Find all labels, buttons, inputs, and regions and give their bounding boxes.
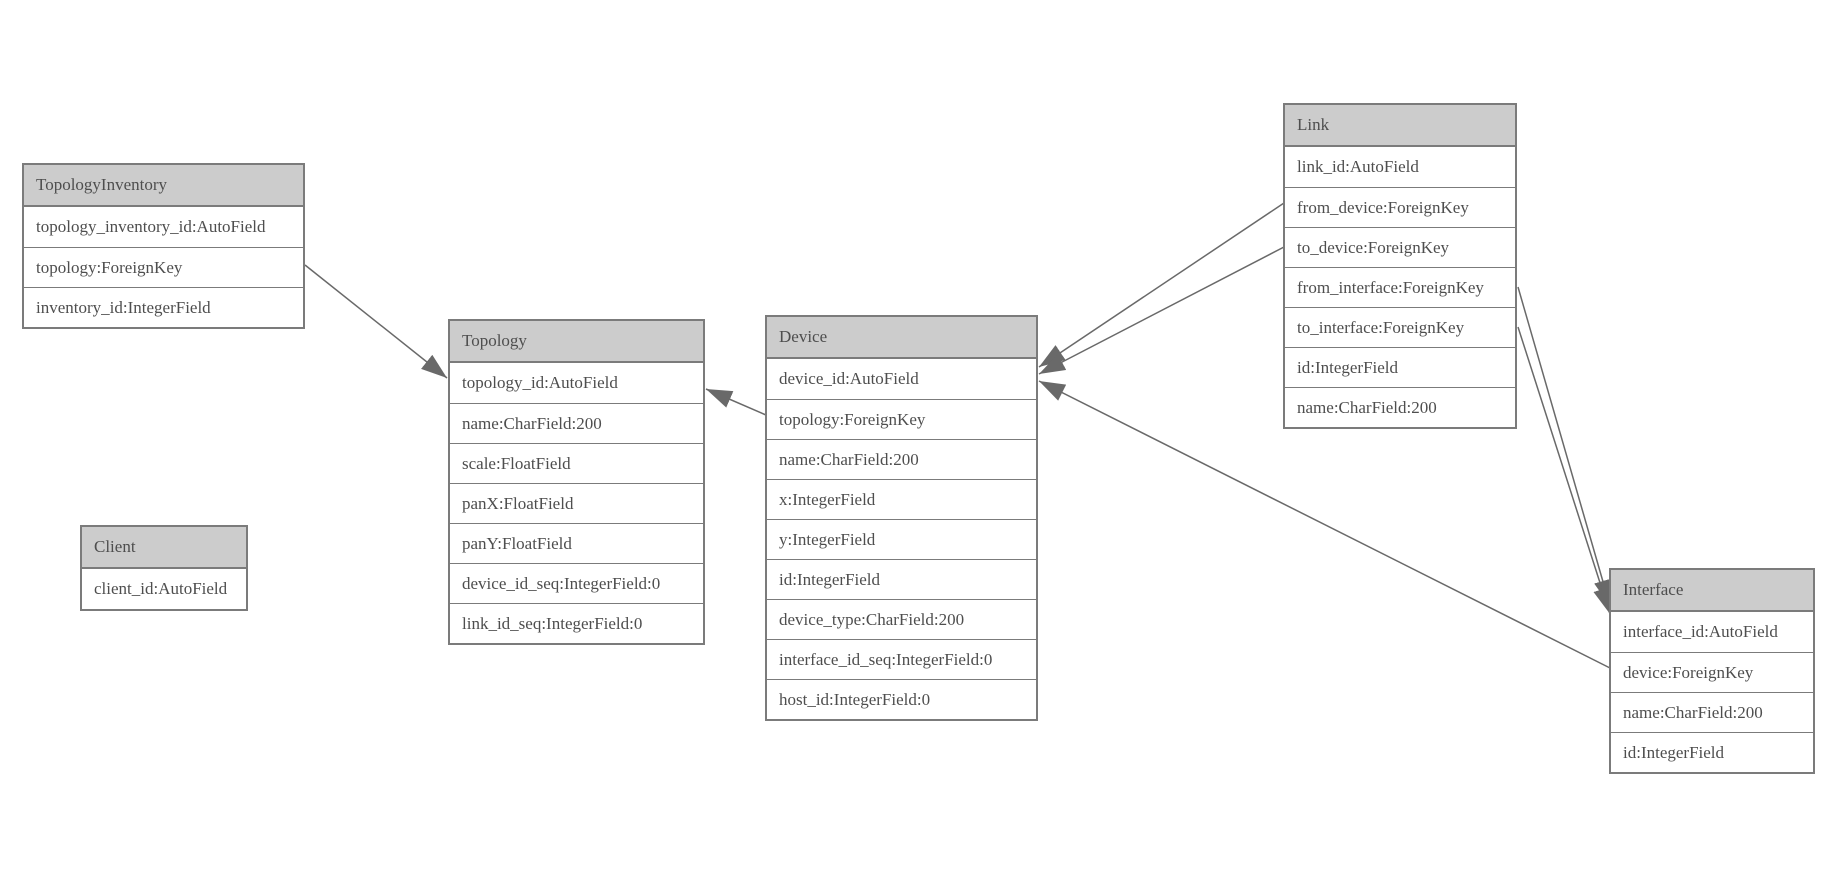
entity-field-label: interface_id_seq:IntegerField:0 xyxy=(779,649,993,669)
entity-field-row: name:CharField:200 xyxy=(1611,692,1813,732)
entity-field-label: name:CharField:200 xyxy=(1297,397,1437,417)
entity-field-row: to_device:ForeignKey xyxy=(1285,227,1515,267)
entity-field-row: topology_inventory_id:AutoField xyxy=(24,207,303,247)
entity-device: Device device_id:AutoField topology:Foreig… xyxy=(765,315,1038,721)
entity-field-label: panY:FloatField xyxy=(462,533,572,553)
entity-link: Link link_id:AutoField from_device:Foreign… xyxy=(1283,103,1517,429)
entity-field-label: client_id:AutoField xyxy=(94,579,228,598)
entity-field-row: panX:FloatField xyxy=(450,483,703,523)
entity-field-label: link_id:AutoField xyxy=(1297,157,1419,176)
edge-interface-device xyxy=(1038,380,1611,669)
entity-client: Client client_id:AutoField xyxy=(80,525,248,611)
entity-title: Interface xyxy=(1623,580,1684,599)
entity-field-row: interface_id:AutoField xyxy=(1611,612,1813,652)
entity-field-row: topology:ForeignKey xyxy=(24,247,303,287)
entity-field-label: from_device:ForeignKey xyxy=(1297,197,1469,217)
edges-group xyxy=(304,202,1612,669)
entity-field-label: from_interface:ForeignKey xyxy=(1297,277,1484,297)
entity-header: Device xyxy=(767,317,1036,359)
entity-field-label: interface_id:AutoField xyxy=(1623,622,1778,641)
edge-link-from-interface-to-interface xyxy=(1517,286,1612,607)
entity-field-row: link_id_seq:IntegerField:0 xyxy=(450,603,703,643)
entity-field-row: scale:FloatField xyxy=(450,443,703,483)
entity-field-row: id:IntegerField xyxy=(1611,732,1813,772)
entity-field-row: name:CharField:200 xyxy=(767,439,1036,479)
entity-title: Client xyxy=(94,537,136,556)
entity-field-label: panX:FloatField xyxy=(462,493,574,513)
entity-header: TopologyInventory xyxy=(24,165,303,207)
entity-field-label: id:IntegerField xyxy=(779,569,881,589)
entity-field-label: device_id_seq:IntegerField:0 xyxy=(462,573,661,593)
entity-field-row: device:ForeignKey xyxy=(1611,652,1813,692)
entity-field-row: inventory_id:IntegerField xyxy=(24,287,303,327)
edge-link-from-device-to-device xyxy=(1038,202,1285,368)
entity-field-label: topology_id:AutoField xyxy=(462,373,618,392)
entity-interface: Interface interface_id:AutoField device:Fo… xyxy=(1609,568,1815,774)
entity-field-row: host_id:IntegerField:0 xyxy=(767,679,1036,719)
entity-field-label: name:CharField:200 xyxy=(462,413,602,433)
edge-link-to-interface-to-interface xyxy=(1517,326,1611,615)
entity-field-label: to_device:ForeignKey xyxy=(1297,237,1450,257)
entity-field-label: scale:FloatField xyxy=(462,453,571,473)
entity-field-label: id:IntegerField xyxy=(1623,742,1725,762)
entity-header: Link xyxy=(1285,105,1515,147)
entity-field-row: link_id:AutoField xyxy=(1285,147,1515,187)
entity-field-row: from_interface:ForeignKey xyxy=(1285,267,1515,307)
entity-topologyinventory: TopologyInventory topology_inventory_id:A… xyxy=(22,163,305,329)
entity-field-label: to_interface:ForeignKey xyxy=(1297,317,1465,337)
entity-header: Client xyxy=(82,527,246,569)
entity-title: Link xyxy=(1297,115,1330,134)
entity-field-row: client_id:AutoField xyxy=(82,569,246,609)
entity-field-row: device_type:CharField:200 xyxy=(767,599,1036,639)
entity-field-row: y:IntegerField xyxy=(767,519,1036,559)
entity-field-label: device_type:CharField:200 xyxy=(779,609,965,629)
entity-field-label: link_id_seq:IntegerField:0 xyxy=(462,613,643,633)
entity-header: Topology xyxy=(450,321,703,363)
entity-field-label: topology_inventory_id:AutoField xyxy=(36,217,266,236)
entity-field-row: topology_id:AutoField xyxy=(450,363,703,403)
entity-field-row: id:IntegerField xyxy=(1285,347,1515,387)
entity-field-label: device_id:AutoField xyxy=(779,369,919,388)
entity-field-label: topology:ForeignKey xyxy=(779,409,926,429)
entity-title: TopologyInventory xyxy=(36,175,168,194)
entity-field-row: x:IntegerField xyxy=(767,479,1036,519)
entity-field-row: to_interface:ForeignKey xyxy=(1285,307,1515,347)
entity-field-row: device_id:AutoField xyxy=(767,359,1036,399)
entity-title: Topology xyxy=(462,331,527,350)
entity-field-row: from_device:ForeignKey xyxy=(1285,187,1515,227)
entity-field-row: panY:FloatField xyxy=(450,523,703,563)
entity-field-label: device:ForeignKey xyxy=(1623,662,1754,682)
entity-field-row: name:CharField:200 xyxy=(450,403,703,443)
entity-field-label: x:IntegerField xyxy=(779,489,876,509)
entity-field-row: interface_id_seq:IntegerField:0 xyxy=(767,639,1036,679)
entity-field-row: id:IntegerField xyxy=(767,559,1036,599)
entity-field-label: topology:ForeignKey xyxy=(36,257,183,277)
entity-topology: Topology topology_id:AutoField name:CharFi… xyxy=(448,319,705,645)
entity-field-label: host_id:IntegerField:0 xyxy=(779,689,931,709)
entity-field-row: device_id_seq:IntegerField:0 xyxy=(450,563,703,603)
entity-field-row: topology:ForeignKey xyxy=(767,399,1036,439)
entity-field-row: name:CharField:200 xyxy=(1285,387,1515,427)
entity-title: Device xyxy=(779,327,828,346)
entity-field-label: id:IntegerField xyxy=(1297,357,1399,377)
entity-field-label: inventory_id:IntegerField xyxy=(36,297,211,317)
entity-field-label: name:CharField:200 xyxy=(779,449,919,469)
entity-field-label: name:CharField:200 xyxy=(1623,702,1763,722)
entity-field-label: y:IntegerField xyxy=(779,529,876,549)
entity-header: Interface xyxy=(1611,570,1813,612)
edge-topologyinventory-topology xyxy=(304,264,448,379)
edge-device-topology xyxy=(705,388,767,416)
edge-link-to-device-to-device xyxy=(1038,246,1285,375)
